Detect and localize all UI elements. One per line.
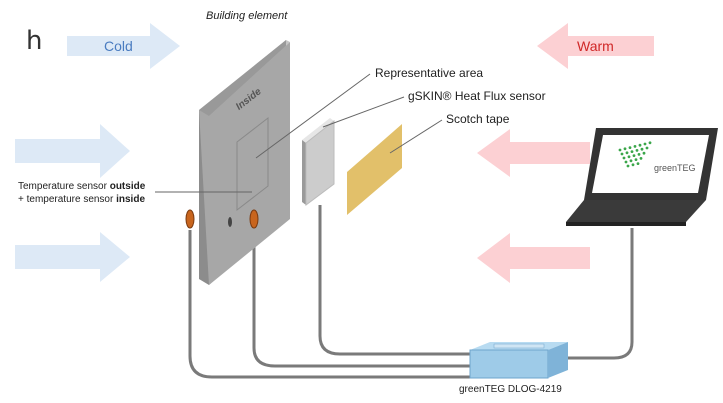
logo-dot bbox=[624, 160, 628, 164]
logo-dot bbox=[630, 150, 634, 154]
logo-dot bbox=[632, 154, 636, 158]
cables bbox=[188, 205, 634, 379]
laptop-base bbox=[566, 200, 706, 222]
logo-dot bbox=[633, 145, 637, 148]
warm-arrow-icon-top bbox=[537, 23, 654, 69]
temp-sensor-line1-bold: outside bbox=[109, 181, 146, 192]
temp-sensor-line1-prefix: Temperature sensor bbox=[18, 181, 110, 192]
warm-arrow-icon-bottom bbox=[477, 233, 590, 283]
logo-dot bbox=[634, 158, 638, 162]
logo-dot bbox=[642, 151, 646, 155]
logo-dot bbox=[645, 146, 649, 150]
wall-top-edge bbox=[199, 40, 290, 116]
wall-dark-spot bbox=[228, 217, 232, 227]
logo-dot bbox=[626, 164, 630, 168]
cold-arrow-icon-middle bbox=[15, 124, 130, 178]
temperature-sensor-label: Temperature sensor outside + temperature… bbox=[18, 180, 145, 206]
cable-heat-flux-sensor bbox=[318, 205, 470, 356]
logo-dot bbox=[639, 157, 643, 160]
temp-sensor-line2-prefix: + temperature sensor bbox=[18, 194, 117, 205]
warm-arrow-icon-middle bbox=[477, 129, 590, 177]
logo-dot bbox=[637, 153, 641, 156]
logo-dot bbox=[635, 149, 639, 152]
gskin-sensor-label: gSKIN® Heat Flux sensor bbox=[408, 89, 546, 103]
cold-label: Cold bbox=[104, 38, 133, 54]
scotch-tape-label: Scotch tape bbox=[446, 112, 510, 126]
cold-arrow-icon-top bbox=[67, 23, 180, 69]
logo-dot bbox=[625, 151, 629, 155]
leader-lines bbox=[155, 73, 443, 193]
logo-dot bbox=[638, 143, 642, 147]
laptop-brand-text: greenTEG bbox=[654, 163, 696, 173]
temp-sensor-line2-bold: inside bbox=[116, 194, 146, 205]
cable-laptop bbox=[568, 228, 634, 360]
cold-arrow-icon-bottom bbox=[15, 232, 130, 282]
cable-inside-probe bbox=[252, 230, 470, 368]
logo-dot bbox=[643, 142, 647, 146]
logo-dot bbox=[629, 159, 633, 163]
logo-dot bbox=[640, 147, 644, 151]
logo-dot bbox=[623, 147, 627, 151]
logo-dot bbox=[631, 163, 635, 167]
building-element-label: Building element bbox=[206, 10, 288, 22]
logo-dot bbox=[648, 141, 652, 145]
logo-dot bbox=[636, 162, 640, 166]
cable-outside-probe bbox=[188, 230, 510, 379]
data-logger-box bbox=[469, 342, 568, 379]
laptop-icon bbox=[566, 128, 718, 226]
building-element-wall bbox=[199, 40, 290, 285]
temperature-probe-icon-inside bbox=[249, 209, 259, 229]
representative-area-label: Representative area bbox=[375, 66, 484, 80]
logo-dot bbox=[628, 146, 632, 150]
temperature-probe-icon-outside bbox=[185, 209, 195, 229]
logo-dot bbox=[627, 155, 631, 159]
warm-label: Warm bbox=[577, 38, 614, 54]
logo-dot bbox=[620, 152, 624, 156]
left-edge-text-fragment: h bbox=[26, 26, 43, 56]
greenteg-logo-dots bbox=[618, 141, 652, 168]
data-logger-label: greenTEG DLOG-4219 bbox=[459, 384, 562, 395]
representative-area-square bbox=[236, 116, 269, 212]
scotch-tape bbox=[347, 124, 402, 215]
logo-dot bbox=[618, 148, 622, 152]
heat-flux-sensor bbox=[302, 118, 335, 206]
logo-dot bbox=[622, 156, 626, 160]
